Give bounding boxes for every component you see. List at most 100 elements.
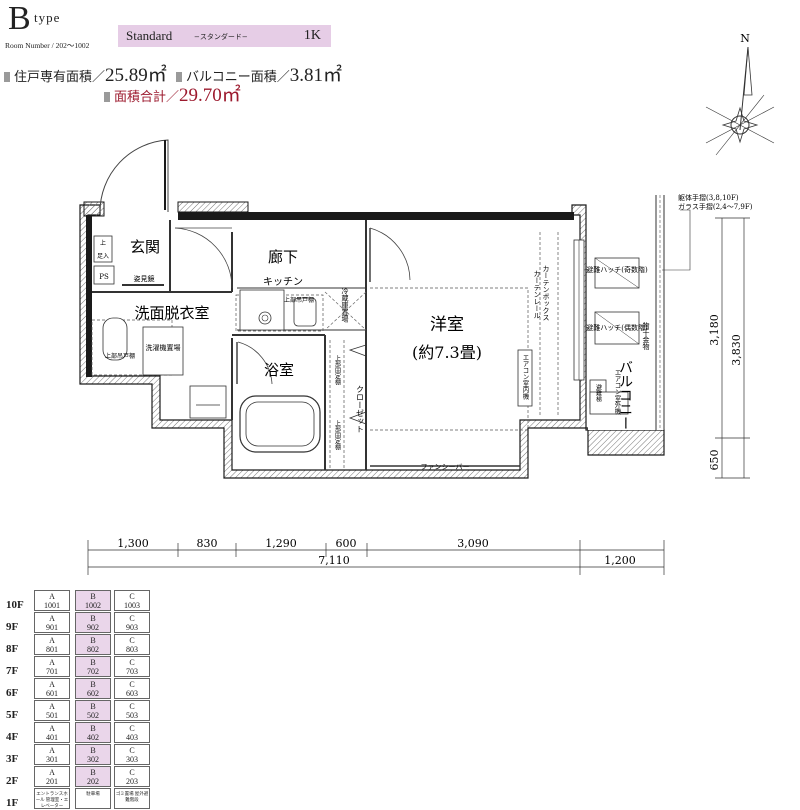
vertical-dimensions <box>715 217 750 479</box>
closet-shelf-label: 上部固定棚 <box>334 354 341 386</box>
wash-shelf-label: 上部吊戸棚 <box>105 352 135 360</box>
shoe-box-sub: 足入 <box>97 253 109 260</box>
fridge-label: 冷蔵庫置場 <box>341 287 349 324</box>
room-yoshitsu-size: (約7.3畳) <box>412 343 482 362</box>
room-kitchen: キッチン <box>263 276 303 288</box>
room-yoshitsu: 洋室 <box>430 315 464 335</box>
closet-shelf-label-2: 上部固定棚 <box>334 419 341 451</box>
floor-label: 8F <box>6 643 19 655</box>
hatch-odd-label: 避難ハッチ(奇数階) <box>586 265 648 274</box>
curtain-rail-label: カーテンレール <box>533 270 541 319</box>
total-area-value: 29.70㎡ <box>179 85 241 106</box>
ps-label: PS <box>99 273 109 281</box>
plan-layout: 1K <box>303 28 321 43</box>
floor-label: 1F <box>6 797 19 809</box>
aircon-indoor-label: エアコン室内機 <box>521 354 529 401</box>
horizontal-dimensions <box>87 540 665 575</box>
type-letter: B <box>8 0 31 37</box>
ground-cell-c: ゴミ置場 屋外避難階段 <box>114 788 150 809</box>
dim-1: 1,300 <box>117 537 149 550</box>
private-area-label: 住戸専有面積／ <box>14 70 106 85</box>
compass-label: N <box>740 32 750 45</box>
clothes-hanger-label: 物干金物 <box>642 321 650 351</box>
dim-vertical-a: 3,180 <box>708 314 721 346</box>
closet-label: クローゼット <box>356 385 365 433</box>
dim-5: 3,090 <box>457 537 489 550</box>
washer-label: 洗濯機置場 <box>146 343 181 352</box>
room-balcony: バルコニー <box>617 360 633 430</box>
floor-label: 6F <box>6 687 19 699</box>
hatch-even-label: 避難ハッチ(偶数階) <box>586 323 648 332</box>
floor-label: 10F <box>6 599 24 611</box>
dim-vertical-b: 3,830 <box>730 334 743 366</box>
floor-label: 9F <box>6 621 19 633</box>
balcony-area-value: 3.81㎡ <box>289 65 343 86</box>
floor-label: 2F <box>6 775 19 787</box>
ground-cell-b: 駐車場 <box>75 788 111 809</box>
room-number: Room Number / 202～1002 <box>5 41 90 50</box>
balcony-area-label: バルコニー面積／ <box>186 70 290 85</box>
dim-balcony: 1,200 <box>604 554 636 567</box>
plan-banner: Standard −スタンダード− 1K <box>118 25 331 47</box>
kitchen-shelf-label: 上部吊戸棚 <box>284 296 314 304</box>
private-area: 住戸専有面積／25.89㎡ <box>4 60 167 87</box>
shoe-box-label: 上 <box>100 239 106 247</box>
ground-cell-a: エントランスホール 管理室・エレベーター <box>34 788 70 809</box>
floor-row-ground: 1F エントランスホール 管理室・エレベーター駐車場ゴミ置場 屋外避難階段 <box>4 788 154 810</box>
dim-4: 600 <box>336 537 357 550</box>
balcony-area: バルコニー面積／3.81㎡ <box>176 60 342 87</box>
room-genkan: 玄関 <box>130 238 160 256</box>
dim-total: 7,110 <box>318 554 350 567</box>
dim-3: 1,290 <box>265 537 297 550</box>
railing-note-1: 躯体手摺(3,8,10F) <box>678 193 739 202</box>
room-senmen: 洗面脱衣室 <box>134 304 209 322</box>
floor-label: 4F <box>6 731 19 743</box>
plan-name: Standard <box>126 28 173 43</box>
dim-2: 830 <box>197 537 218 550</box>
type-word: type <box>34 10 61 25</box>
floor-label: 7F <box>6 665 19 677</box>
floor-label: 3F <box>6 753 19 765</box>
plan-subtitle: −スタンダード− <box>194 33 248 41</box>
room-yoku: 浴室 <box>264 361 294 379</box>
compass-icon: N <box>705 32 775 156</box>
total-area-label: 面積合計／ <box>114 90 180 105</box>
railing-note-2: ガラス手摺(2,4～7,9F) <box>678 202 753 211</box>
total-area: 面積合計／29.70㎡ <box>104 80 241 107</box>
dim-vertical-c: 650 <box>708 450 721 471</box>
